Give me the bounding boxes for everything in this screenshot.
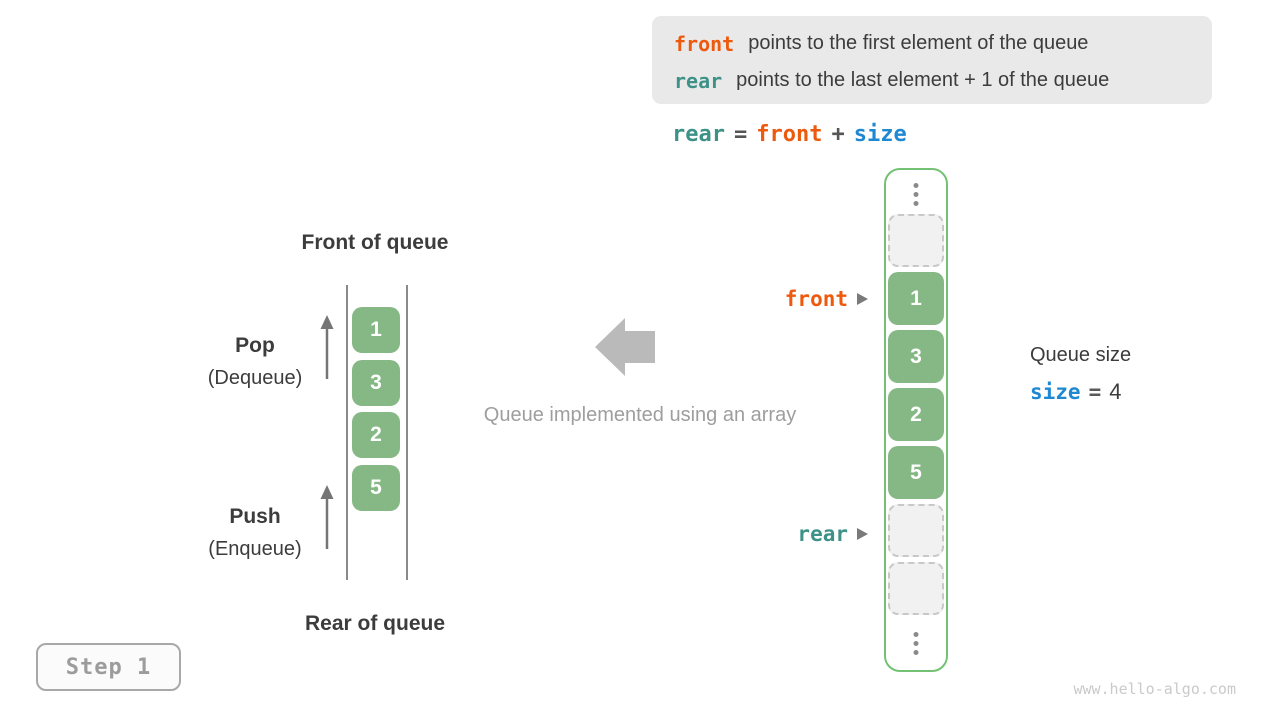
enqueue-label: (Enqueue) bbox=[208, 538, 302, 560]
rear-pointer-label: rear bbox=[797, 522, 848, 546]
ellipsis-top-icon bbox=[913, 183, 919, 206]
legend-line-rear: rear points to the last element + 1 of t… bbox=[674, 62, 1212, 99]
left-stack-cells: 1 3 2 5 bbox=[352, 307, 400, 511]
push-label-group: Push (Enqueue) bbox=[190, 505, 320, 561]
size-equals: = bbox=[1088, 380, 1102, 404]
array-cell-empty bbox=[888, 214, 944, 267]
watermark: www.hello-algo.com bbox=[1073, 680, 1236, 698]
front-of-queue-title: Front of queue bbox=[301, 231, 449, 254]
queue-size-block: Queue size size = 4 bbox=[1030, 344, 1131, 405]
array-cell-value: 3 bbox=[888, 330, 944, 383]
push-direction-arrow-icon bbox=[320, 485, 334, 549]
array-cell-empty bbox=[888, 504, 944, 557]
queue-cell: 2 bbox=[352, 412, 400, 458]
size-value: 4 bbox=[1109, 379, 1122, 404]
array-cell-value: 2 bbox=[888, 388, 944, 441]
array-cell-value: 1 bbox=[888, 272, 944, 325]
pop-direction-arrow-icon bbox=[320, 315, 334, 379]
queue-cell: 5 bbox=[352, 464, 400, 511]
queue-cell: 1 bbox=[352, 307, 400, 353]
front-pointer-label: front bbox=[784, 287, 848, 311]
dequeue-label: (Dequeue) bbox=[207, 367, 303, 389]
queue-size-value-line: size = 4 bbox=[1030, 379, 1131, 405]
size-keyword: size bbox=[1030, 380, 1081, 404]
rear-pointer-arrow-icon bbox=[857, 528, 868, 540]
diagram-caption: Queue implemented using an array bbox=[483, 404, 797, 426]
queue-size-title: Queue size bbox=[1030, 344, 1132, 366]
rear-pointer: rear bbox=[797, 522, 868, 546]
channel-right-wall bbox=[406, 285, 408, 580]
formula-front: front bbox=[756, 122, 823, 147]
push-label: Push bbox=[229, 505, 281, 528]
rear-keyword: rear bbox=[674, 68, 723, 93]
formula-rear: rear bbox=[672, 122, 725, 147]
front-pointer: front bbox=[785, 287, 868, 311]
legend-box: front points to the first element of the… bbox=[652, 16, 1212, 104]
pop-label: Pop bbox=[235, 334, 275, 357]
front-keyword: front bbox=[674, 31, 735, 56]
formula-plus: + bbox=[831, 122, 845, 147]
step-badge: Step 1 bbox=[36, 643, 181, 691]
rear-of-queue-title: Rear of queue bbox=[304, 612, 446, 635]
queue-cell: 3 bbox=[352, 359, 400, 406]
ellipsis-bottom-icon bbox=[913, 632, 919, 655]
left-block-arrow-icon bbox=[595, 318, 655, 376]
array-cell-empty bbox=[888, 562, 944, 615]
formula-equals: = bbox=[733, 122, 748, 147]
front-description: points to the first element of the queue bbox=[748, 32, 1089, 54]
formula: rear = front + size bbox=[672, 121, 907, 147]
legend-line-front: front points to the first element of the… bbox=[674, 25, 1212, 62]
pop-label-group: Pop (Dequeue) bbox=[190, 334, 320, 390]
array-cell-value: 5 bbox=[888, 446, 944, 499]
front-pointer-arrow-icon bbox=[857, 293, 868, 305]
formula-size: size bbox=[853, 122, 907, 147]
rear-description: points to the last element + 1 of the qu… bbox=[736, 69, 1110, 91]
channel-left-wall bbox=[346, 285, 348, 580]
